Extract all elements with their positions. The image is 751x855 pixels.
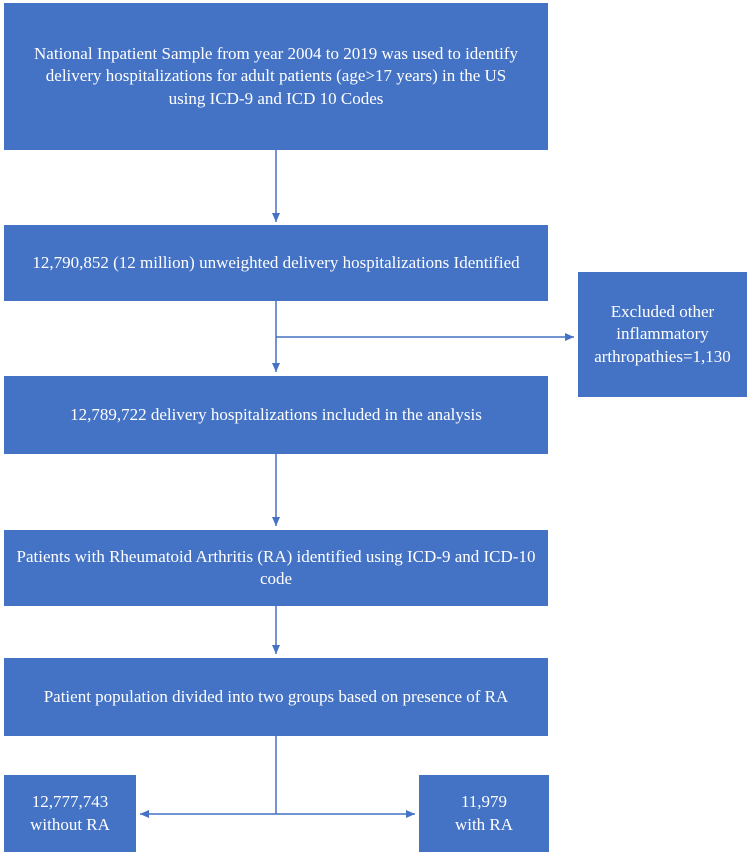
ra-identified-box: Patients with Rheumatoid Arthritis (RA) … [4, 530, 548, 606]
excluded-arthropathies-text: Excluded other inflammatory arthropathie… [594, 301, 731, 366]
included-hospitalizations-text: 12,789,722 delivery hospitalizations inc… [70, 404, 482, 424]
identified-hospitalizations-text: 12,790,852 (12 million) unweighted deliv… [32, 252, 520, 272]
population-divided-text: Patient population divided into two grou… [43, 686, 509, 706]
population-divided-box: Patient population divided into two grou… [4, 658, 548, 736]
source-data-text: National Inpatient Sample from year 2004… [34, 43, 518, 108]
identified-hospitalizations-box: 12,790,852 (12 million) unweighted deliv… [4, 225, 548, 301]
ra-identified-text: Patients with Rheumatoid Arthritis (RA) … [16, 546, 536, 588]
with-ra-text: 11,979 with RA [454, 792, 514, 834]
source-data-box: National Inpatient Sample from year 2004… [4, 3, 548, 150]
without-ra-text: 12,777,743 without RA [30, 792, 110, 834]
with-ra-box: 11,979 with RA [419, 775, 549, 852]
excluded-arthropathies-box: Excluded other inflammatory arthropathie… [578, 272, 747, 397]
included-hospitalizations-box: 12,789,722 delivery hospitalizations inc… [4, 376, 548, 454]
without-ra-box: 12,777,743 without RA [4, 775, 136, 852]
